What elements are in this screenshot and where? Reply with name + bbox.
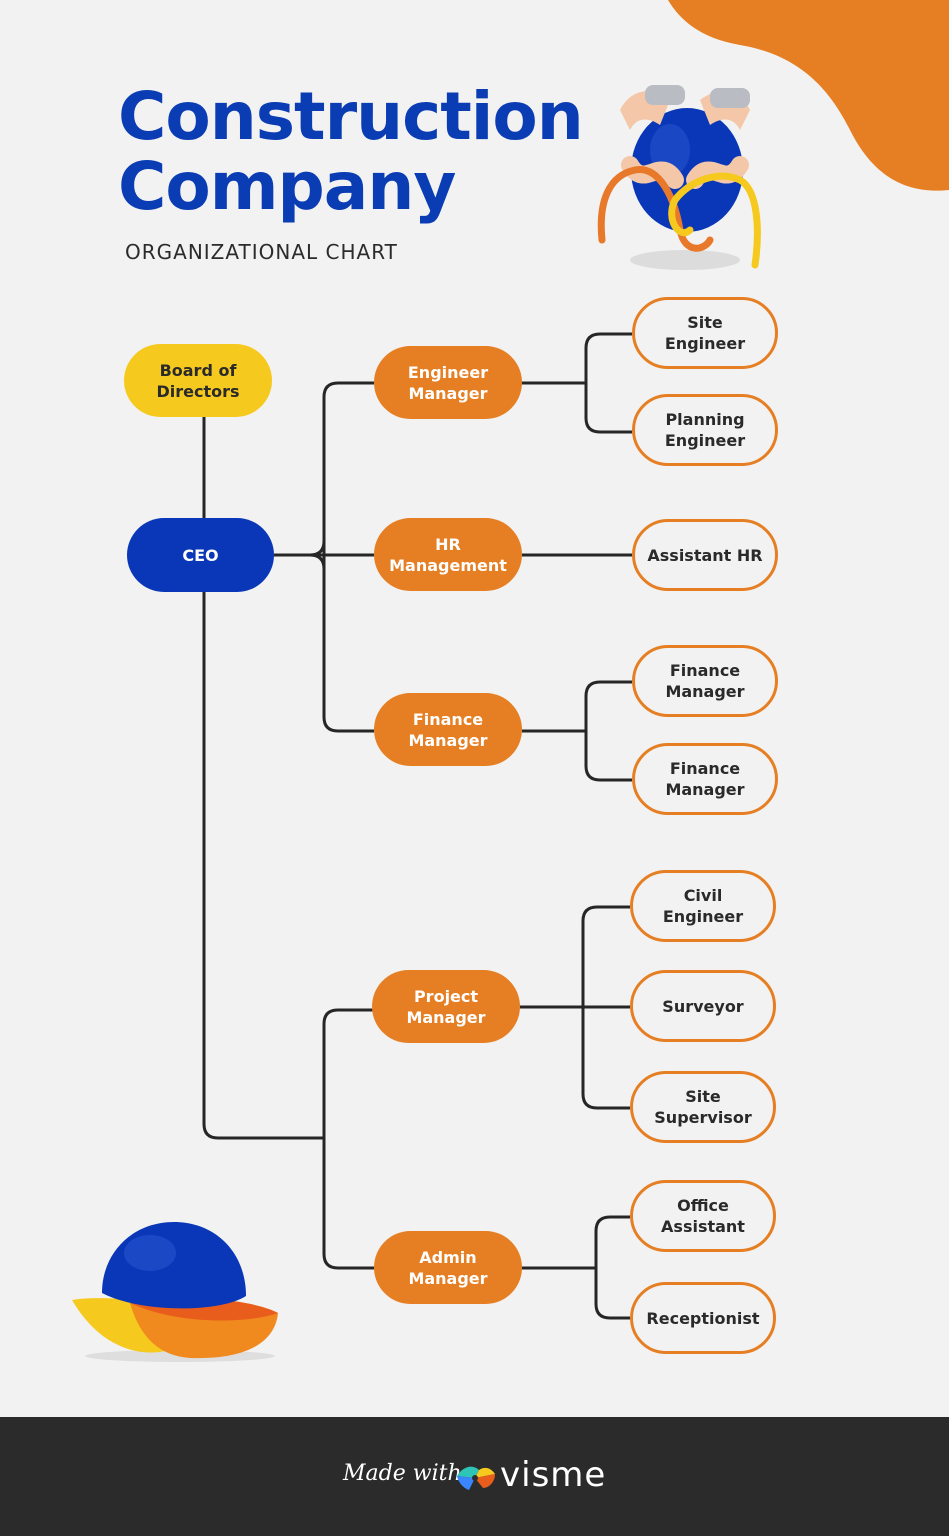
orange-blob-decoration (668, 0, 949, 191)
node-hr-management: HR Management (374, 518, 522, 591)
node-site-supervisor: Site Supervisor (630, 1071, 776, 1143)
node-receptionist: Receptionist (630, 1282, 776, 1354)
node-office-assistant: Office Assistant (630, 1180, 776, 1252)
node-board-of-directors: Board of Directors (124, 344, 272, 417)
node-ceo: CEO (127, 518, 274, 592)
node-finance-manager-2: Finance Manager (632, 743, 778, 815)
node-project-manager: Project Manager (372, 970, 520, 1043)
node-admin-manager: Admin Manager (374, 1231, 522, 1304)
hands-knot-illustration (597, 85, 761, 270)
visme-logo-icon (457, 1466, 495, 1490)
title-line-2: Company (118, 148, 456, 225)
node-assistant-hr: Assistant HR (632, 519, 778, 591)
node-finance-manager: Finance Manager (374, 693, 522, 766)
page-title: Construction Company (118, 78, 584, 225)
node-site-engineer: Site Engineer (632, 297, 778, 369)
connector-lines (202, 332, 632, 1320)
page-subtitle: ORGANIZATIONAL CHART (125, 240, 398, 264)
node-planning-engineer: Planning Engineer (632, 394, 778, 466)
visme-brand-name: visme (500, 1455, 607, 1495)
made-with-text: Made with (343, 1461, 462, 1486)
node-civil-engineer: Civil Engineer (630, 870, 776, 942)
dome-shapes-illustration (72, 1222, 278, 1362)
node-finance-manager-1: Finance Manager (632, 645, 778, 717)
node-engineer-manager: Engineer Manager (374, 346, 522, 419)
title-line-1: Construction (118, 78, 584, 155)
node-surveyor: Surveyor (630, 970, 776, 1042)
